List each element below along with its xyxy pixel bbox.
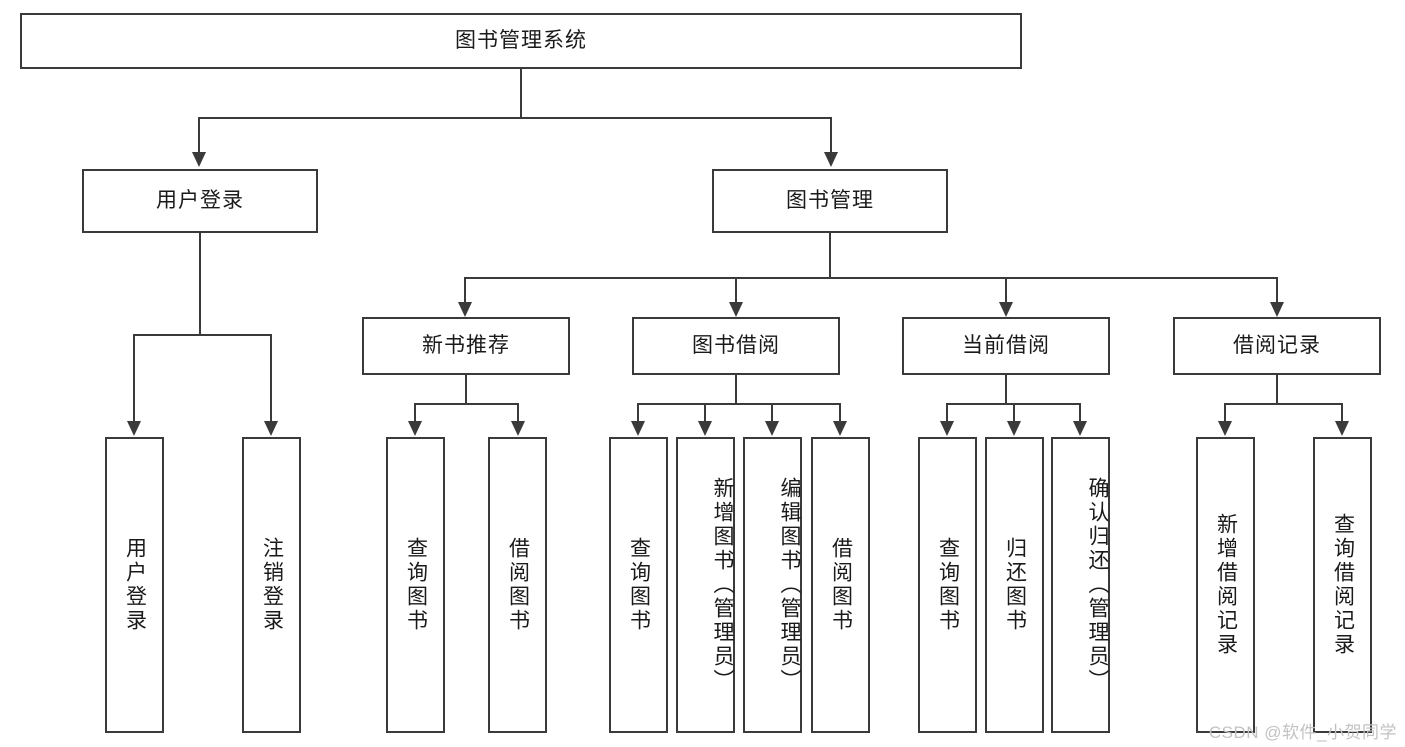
edge-borrowrecord-to-leaf1 xyxy=(1224,403,1226,422)
node-book-management[interactable]: 图书管理 xyxy=(712,169,948,233)
node-label: 借阅图书 xyxy=(506,537,530,633)
node-label: 图书借阅 xyxy=(692,334,780,358)
node-new-book-recommend[interactable]: 新书推荐 xyxy=(362,317,570,375)
leaf-confirm-return-admin[interactable]: 确认归还（管理员） xyxy=(1051,437,1110,733)
leaf-query-borrow-record[interactable]: 查询借阅记录 xyxy=(1313,437,1372,733)
node-label: 查询借阅记录 xyxy=(1331,513,1355,657)
edge-userlogin-to-leaf1 xyxy=(133,334,135,422)
node-label: 查询图书 xyxy=(404,537,428,633)
node-root-system[interactable]: 图书管理系统 xyxy=(20,13,1022,69)
node-current-borrow[interactable]: 当前借阅 xyxy=(902,317,1110,375)
edge-borrowrecord-trunk xyxy=(1276,375,1278,404)
edge-bookmgmt-to-l3-3 xyxy=(1005,277,1007,303)
edge-newbook-trunk xyxy=(465,375,467,404)
arrow-bookmgmt-to-l3-4 xyxy=(1270,302,1284,317)
leaf-add-book-admin[interactable]: 新增图书（管理员） xyxy=(676,437,735,733)
edge-bookborrow-to-leaf3 xyxy=(771,403,773,422)
node-user-login[interactable]: 用户登录 xyxy=(82,169,318,233)
node-book-borrow[interactable]: 图书借阅 xyxy=(632,317,840,375)
node-label: 查询图书 xyxy=(936,537,960,633)
node-borrow-record[interactable]: 借阅记录 xyxy=(1173,317,1381,375)
node-label: 图书管理 xyxy=(786,189,874,213)
edge-currentborrow-to-leaf2 xyxy=(1013,403,1015,422)
edge-currentborrow-trunk xyxy=(1005,375,1007,404)
leaf-borrow-books-recommend[interactable]: 借阅图书 xyxy=(488,437,547,733)
arrow-bookborrow-to-leaf1 xyxy=(631,421,645,436)
arrow-borrowrecord-to-leaf2 xyxy=(1335,421,1349,436)
edge-borrowrecord-to-leaf2 xyxy=(1341,403,1343,422)
edge-bookborrow-to-leaf1 xyxy=(637,403,639,422)
node-label: 当前借阅 xyxy=(962,334,1050,358)
node-label: 查询图书 xyxy=(627,537,651,633)
edge-bookborrow-trunk xyxy=(735,375,737,404)
arrow-bookmgmt-to-l3-3 xyxy=(999,302,1013,317)
edge-root-bar xyxy=(198,117,832,119)
arrow-borrowrecord-to-leaf1 xyxy=(1218,421,1232,436)
edge-root-trunk xyxy=(520,69,522,118)
leaf-add-borrow-record[interactable]: 新增借阅记录 xyxy=(1196,437,1255,733)
edge-bookmgmt-to-l3-1 xyxy=(464,277,466,303)
node-label: 新增借阅记录 xyxy=(1214,513,1238,657)
node-label: 归还图书 xyxy=(1003,537,1027,633)
edge-root-to-bookmgmt xyxy=(830,117,832,153)
arrow-bookmgmt-to-l3-1 xyxy=(458,302,472,317)
edge-root-to-userlogin xyxy=(198,117,200,153)
leaf-query-books-borrow[interactable]: 查询图书 xyxy=(609,437,668,733)
edge-bookborrow-to-leaf2 xyxy=(704,403,706,422)
leaf-borrow-books-borrow[interactable]: 借阅图书 xyxy=(811,437,870,733)
leaf-query-books-current[interactable]: 查询图书 xyxy=(918,437,977,733)
edge-newbook-to-leaf1 xyxy=(414,403,416,422)
node-label: 新书推荐 xyxy=(422,334,510,358)
leaf-return-books[interactable]: 归还图书 xyxy=(985,437,1044,733)
edge-bookborrow-to-leaf4 xyxy=(839,403,841,422)
edge-currentborrow-to-leaf3 xyxy=(1079,403,1081,422)
node-label: 借阅图书 xyxy=(829,537,853,633)
edge-newbook-bar xyxy=(414,403,518,405)
node-label: 新增图书（管理员） xyxy=(711,477,734,693)
leaf-user-login[interactable]: 用户登录 xyxy=(105,437,164,733)
arrow-currentborrow-to-leaf1 xyxy=(940,421,954,436)
arrow-newbook-to-leaf1 xyxy=(408,421,422,436)
edge-bookmgmt-bar xyxy=(464,277,1277,279)
arrow-root-to-bookmgmt xyxy=(824,152,838,167)
node-label: 确认归还（管理员） xyxy=(1086,477,1109,693)
edge-newbook-to-leaf2 xyxy=(517,403,519,422)
node-label: 编辑图书（管理员） xyxy=(778,477,801,693)
edge-bookborrow-bar xyxy=(637,403,840,405)
node-label: 借阅记录 xyxy=(1233,334,1321,358)
node-label: 用户登录 xyxy=(123,537,147,633)
arrow-root-to-userlogin xyxy=(192,152,206,167)
edge-currentborrow-to-leaf1 xyxy=(946,403,948,422)
edge-borrowrecord-bar xyxy=(1224,403,1342,405)
node-label: 用户登录 xyxy=(156,189,244,213)
arrow-bookborrow-to-leaf3 xyxy=(765,421,779,436)
arrow-bookborrow-to-leaf4 xyxy=(833,421,847,436)
leaf-edit-book-admin[interactable]: 编辑图书（管理员） xyxy=(743,437,802,733)
edge-userlogin-to-leaf2 xyxy=(270,334,272,422)
arrow-userlogin-to-leaf1 xyxy=(127,421,141,436)
node-label: 注销登录 xyxy=(260,537,284,633)
edge-bookmgmt-to-l3-4 xyxy=(1276,277,1278,303)
leaf-logout[interactable]: 注销登录 xyxy=(242,437,301,733)
arrow-bookborrow-to-leaf2 xyxy=(698,421,712,436)
arrow-currentborrow-to-leaf3 xyxy=(1073,421,1087,436)
edge-userlogin-trunk xyxy=(199,233,201,335)
arrow-bookmgmt-to-l3-2 xyxy=(729,302,743,317)
edge-userlogin-bar xyxy=(133,334,271,336)
edge-bookmgmt-trunk xyxy=(829,233,831,278)
leaf-query-books-recommend[interactable]: 查询图书 xyxy=(386,437,445,733)
edge-bookmgmt-to-l3-2 xyxy=(735,277,737,303)
arrow-newbook-to-leaf2 xyxy=(511,421,525,436)
arrow-currentborrow-to-leaf2 xyxy=(1007,421,1021,436)
arrow-userlogin-to-leaf2 xyxy=(264,421,278,436)
node-label: 图书管理系统 xyxy=(455,29,587,53)
